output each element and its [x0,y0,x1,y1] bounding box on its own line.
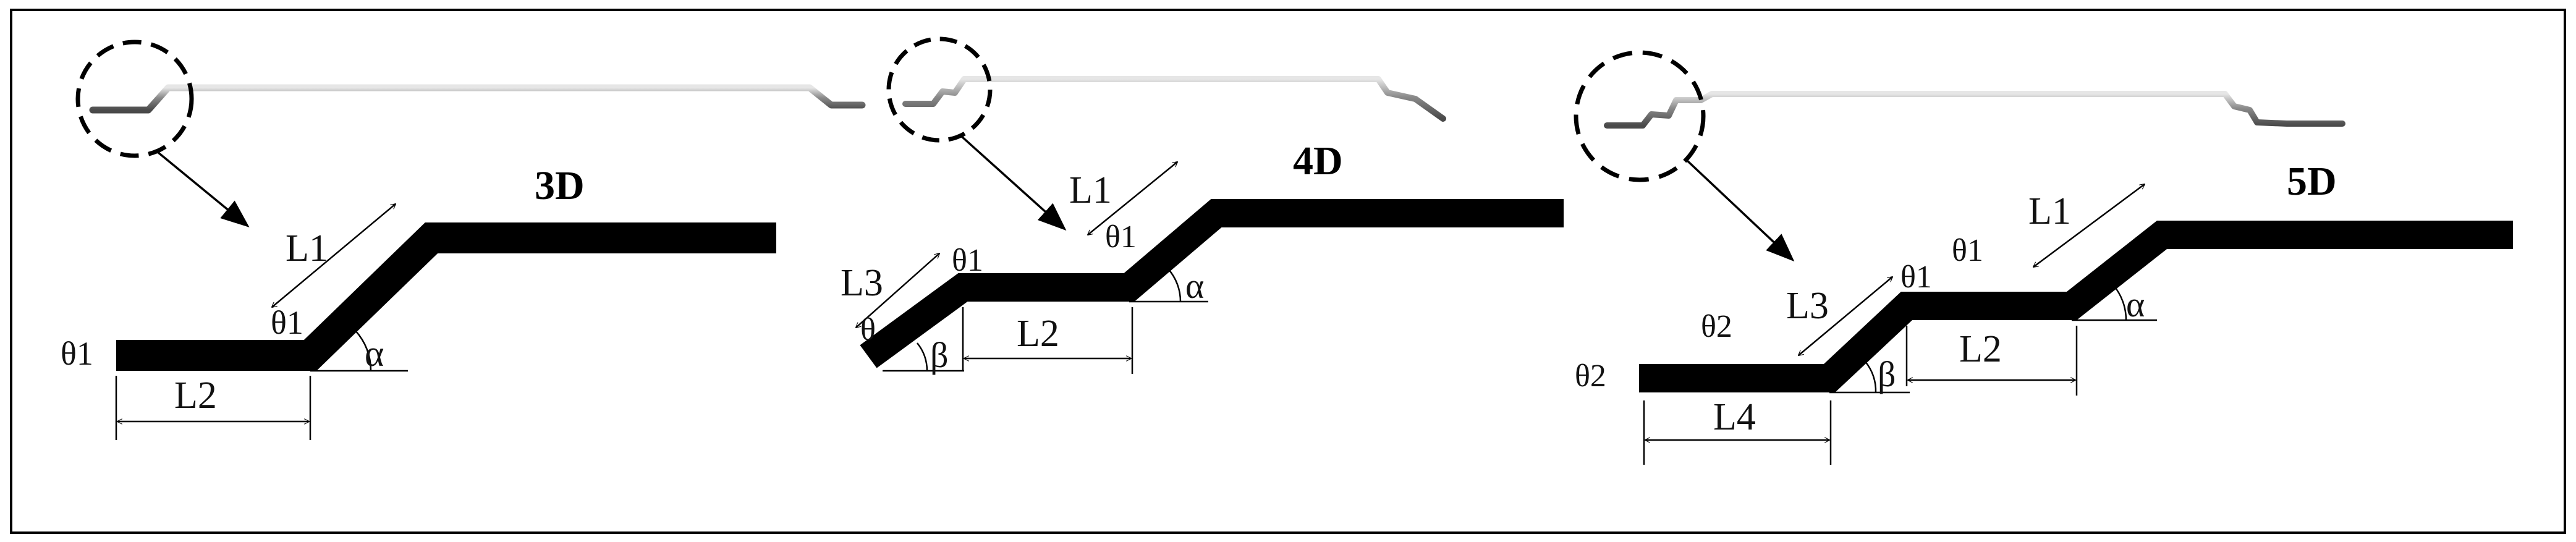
zoom-arrow-3d [156,151,250,227]
label-theta-low-4d: θ [860,312,876,347]
alpha-arc-4d [1167,268,1182,302]
figure-frame [10,9,2566,534]
alpha-arc-3d [355,330,372,371]
fiber-profile-3d [116,222,776,371]
panel-4d: L1 L3 L2 α β θ1 θ1 θ 4D [841,36,1564,375]
label-l3-4d: L3 [841,262,883,304]
panel-title-5d: 5D [2287,159,2337,204]
zoom-circle-3d [75,40,194,158]
zoom-circle-4d [886,36,993,143]
beta-arc-5d [1865,361,1877,393]
label-alpha-5d: α [2126,284,2145,324]
label-alpha-4d: α [1185,266,1204,306]
panel-5d: L1 L3 L2 L4 α β θ1 θ1 θ2 θ2 5D [1574,50,2513,465]
panel-3d: L1 L2 α θ1 θ1 3D [61,40,866,440]
fiber-profile-5d [1639,221,2513,392]
label-l2-3d: L2 [174,375,217,417]
zoom-arrow-5d [1686,159,1795,262]
label-theta1-left-3d: θ1 [61,335,93,372]
zoom-circle-5d [1574,50,1706,182]
dim-line-l1-5d [2033,184,2145,267]
label-l4-5d: L4 [1713,396,1756,438]
label-alpha-3d: α [365,333,384,374]
label-theta1-bend-4d: θ1 [1105,219,1137,255]
label-theta1-top-4d: θ1 [952,243,983,278]
label-l1-3d: L1 [286,227,328,269]
dim-line-l1-3d [272,204,396,307]
fiber-photo-5d [1604,91,2345,129]
label-l1-4d: L1 [1069,169,1112,211]
dim-line-l3-4d [856,253,939,328]
panel-title-3d: 3D [535,163,585,208]
beta-arc-4d [917,342,928,371]
label-theta2-a-5d: θ2 [1701,309,1732,344]
label-l2-4d: L2 [1017,313,1059,355]
label-l2-5d: L2 [1959,328,2002,370]
fiber-profile-4d [860,199,1564,368]
label-l1-5d: L1 [2028,190,2071,232]
dim-line-l1-4d [1088,162,1177,235]
label-beta-4d: β [930,335,949,375]
fiber-photo-4d [902,76,1446,122]
zoom-arrow-4d [960,135,1067,231]
label-theta2-b-5d: θ2 [1575,358,1606,394]
label-beta-5d: β [1878,354,1896,394]
label-l3-5d: L3 [1786,285,1829,327]
panel-title-4d: 4D [1293,138,1343,184]
label-theta1-bend-3d: θ1 [271,304,303,341]
alpha-arc-5d [2113,285,2127,321]
label-theta1-b-5d: θ1 [1952,233,1983,268]
dim-line-l3-5d [1799,277,1892,355]
label-theta1-a-5d: θ1 [1900,260,1932,295]
fiber-photo-3d [89,84,866,114]
